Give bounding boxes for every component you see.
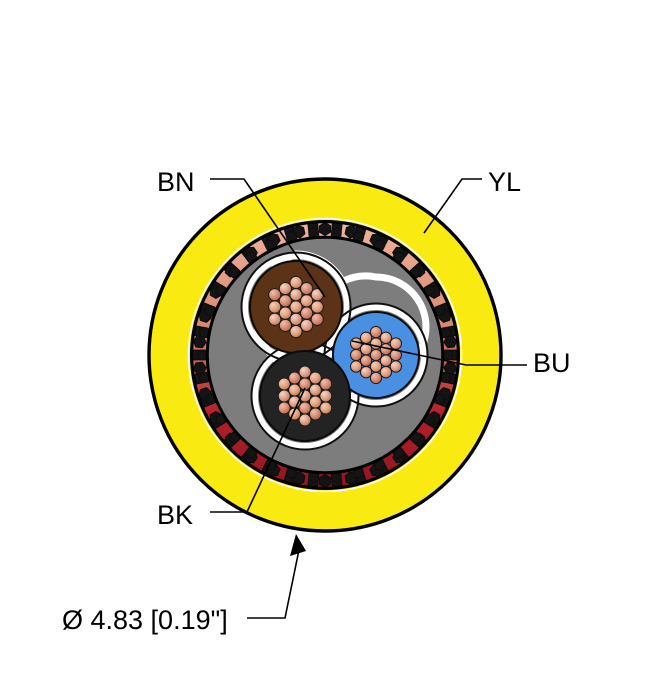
copper-strand [288,383,302,397]
copper-strand [278,282,292,296]
copper-strand [300,282,314,296]
braid-opening [192,361,207,375]
copper-strand [300,318,314,332]
diameter-label: Ø 4.83 [0.19"] [62,605,228,635]
copper-strand [289,300,303,314]
bn-copper-strands [268,275,324,339]
bk-label: BK [157,500,193,530]
copper-strand [278,294,292,308]
copper-strand [310,288,324,302]
yl-label: YL [488,167,521,197]
copper-strand [359,331,373,344]
copper-strand [359,366,373,379]
bk-leader-line [210,387,306,513]
conductor-bn [249,260,343,354]
copper-strand [288,371,302,385]
copper-strand [379,354,393,367]
copper-strand [300,294,314,308]
copper-strand [277,389,291,403]
braid-opening [443,335,458,349]
copper-strand [369,325,383,339]
copper-strand [319,389,333,403]
callout-bk: BK [157,387,306,530]
bn-leader-line [210,178,326,298]
copper-strand [268,300,282,314]
copper-strand [300,306,314,320]
copper-strand [349,348,363,362]
copper-strand [278,306,292,320]
bn-label: BN [157,167,195,197]
copper-strand [349,360,363,373]
braid-outer-edge [190,220,460,490]
copper-strand [369,360,383,373]
copper-strand [278,318,292,332]
copper-strand [389,360,403,373]
bu-leader-line [351,340,527,366]
copper-strand [298,365,312,379]
diameter-arrowhead [290,534,306,556]
copper-strand [319,401,333,415]
braid-opening [318,474,332,488]
copper-strand [319,377,333,391]
copper-strand [369,371,383,385]
callout-bn: BN [157,167,326,298]
copper-strand [379,331,393,344]
callout-outer-diameter: Ø 4.83 [0.19"] [62,534,306,635]
copper-strand [389,337,403,350]
copper-strand [268,312,282,326]
copper-strand [308,395,322,409]
conductor-bu [332,311,420,399]
copper-strand [310,300,324,314]
copper-strand [369,348,383,362]
callout-bu: BU [351,340,571,378]
copper-strand [389,348,403,362]
copper-strand [308,407,322,421]
copper-strand [379,366,393,379]
yl-leader-line [423,178,482,234]
copper-strand [308,383,322,397]
copper-strand [310,312,324,326]
copper-strand [308,371,322,385]
bu-copper-strands [349,325,403,385]
copper-strand [349,337,363,350]
braid-inner-edge [205,235,445,475]
conductor-bk [259,350,351,442]
copper-strand [277,401,291,415]
bu-label: BU [533,348,571,378]
copper-strand [289,275,303,290]
braid-opening [318,222,332,236]
diameter-leader-line [247,544,301,619]
copper-strand [289,312,303,326]
callout-yl: YL [423,167,521,234]
copper-strand [298,401,312,415]
copper-strand [359,354,373,367]
bk-copper-strands [277,365,333,427]
copper-strand [277,377,291,391]
braid-opening [192,335,207,349]
copper-strand [289,324,303,339]
copper-strand [289,288,303,302]
copper-strand [298,413,312,427]
copper-strand [268,288,282,302]
separator-tape-outer [187,217,463,493]
